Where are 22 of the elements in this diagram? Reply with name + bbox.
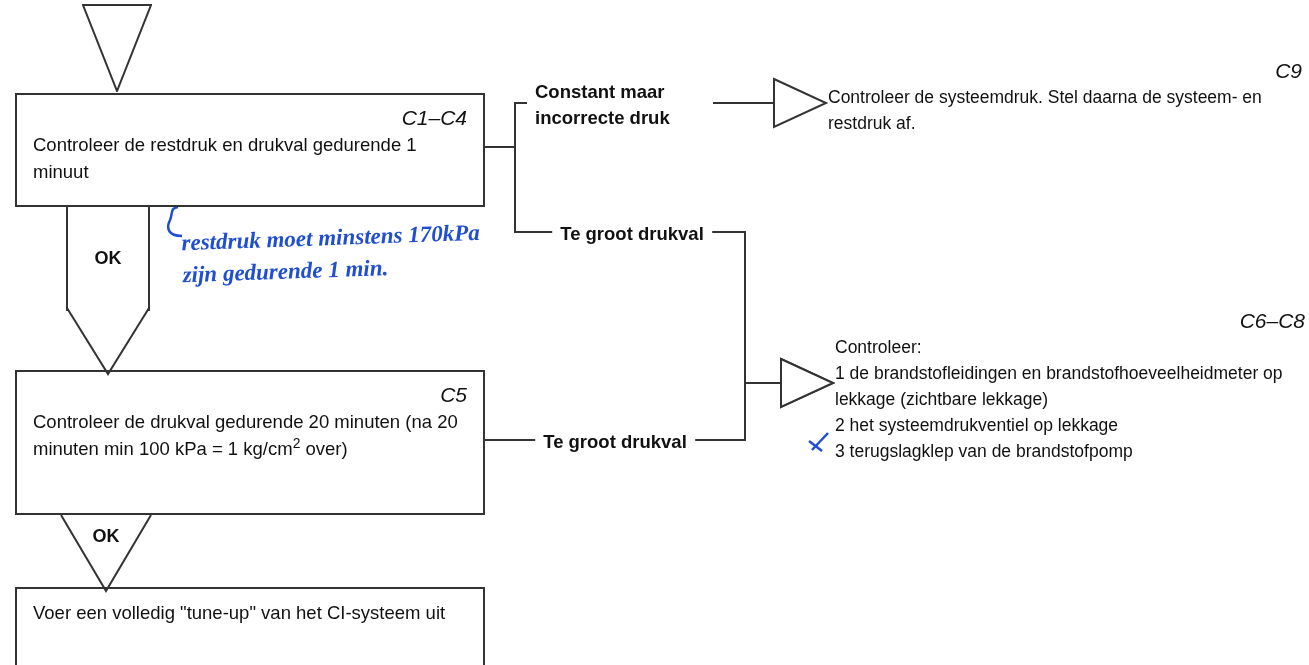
edge-label: OK: [92, 524, 120, 548]
step-text: 2 het systeemdrukventiel op lekkage: [835, 414, 1120, 437]
step-text: Controleer:: [835, 336, 923, 359]
leader-line: [167, 205, 183, 238]
step-text: Voer een volledig "tune-up" van het CI-systeem uit: [33, 601, 447, 625]
step-text: Controleer de systeemdruk. Stel daarna de systeem- en restdruk af.: [828, 86, 1263, 135]
handwritten-note: restdruk moet minstens 170kPa zijn gedurende 1 min.: [180, 218, 482, 290]
process-box: [15, 93, 485, 207]
step-text: 3 terugslagklep van de brandstofpomp: [835, 440, 1134, 463]
step-code: C5: [439, 382, 467, 408]
process-box: [15, 587, 485, 665]
step-code: C9: [1274, 58, 1302, 84]
step-text: Controleer de drukval gedurende 20 minuten (na 20 minuten min 100 kPa = 1 kg/cm$^{2}$ over): [33, 410, 459, 461]
step-code: C6–C8: [1238, 308, 1305, 334]
process-box: [15, 370, 485, 515]
step-code: C1–C4: [400, 105, 467, 131]
edge-label: OK: [94, 246, 122, 270]
connector-triangle: [82, 4, 152, 92]
flow-arrow: [66, 206, 150, 375]
flow-arrow: [60, 514, 152, 592]
step-text: Controleer de restdruk en drukval gedurende 1 minuut: [33, 133, 418, 184]
step-text: 1 de brandstofleidingen en brandstofhoeveelheidmeter op lekkage (zichtbare lekkage): [835, 362, 1284, 411]
